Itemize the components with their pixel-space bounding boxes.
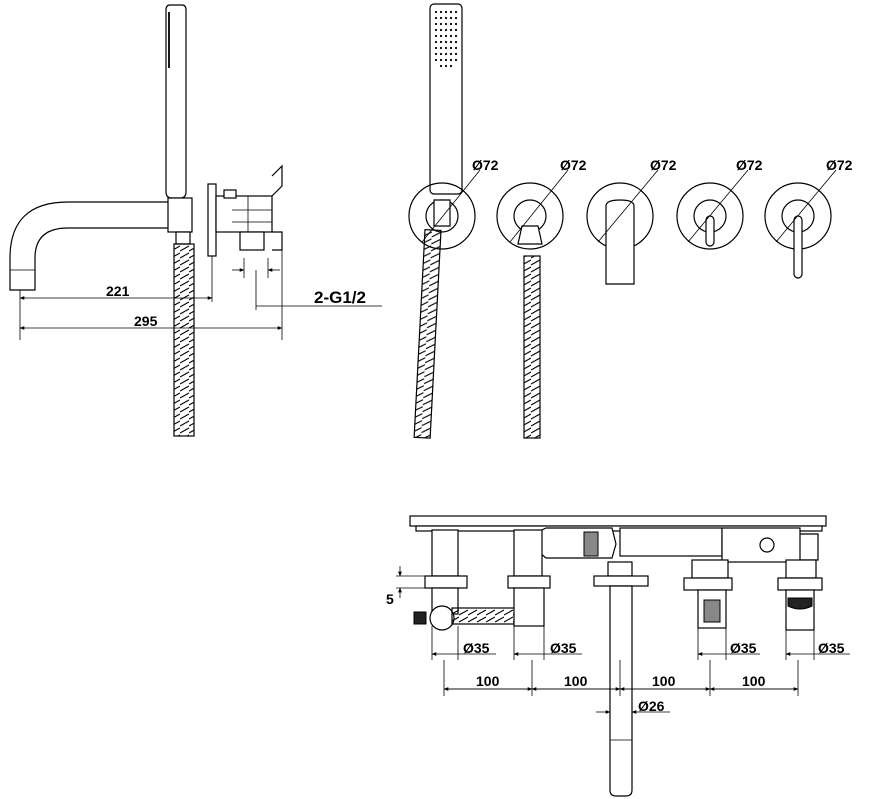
rosette-hose-outlet — [496, 169, 569, 439]
base-diameter-4: Ø35 — [818, 640, 845, 656]
diameter-label-5: Ø72 — [826, 157, 853, 173]
deck-spout — [609, 585, 633, 797]
spout — [9, 201, 168, 291]
base-flange-2 — [507, 575, 551, 589]
spacing-label-3: 100 — [652, 673, 676, 689]
spacing-label-1: 100 — [476, 673, 500, 689]
deck-surface — [409, 515, 827, 527]
base-flange-5 — [777, 577, 823, 591]
deck-view: 5 Ø35 Ø35 Ø35 Ø35 100 100 100 100 — [386, 515, 850, 797]
diameter-label-1: Ø72 — [472, 157, 499, 173]
hose-deck — [451, 607, 517, 625]
rosette-spout — [586, 169, 659, 285]
spacing-label-4: 100 — [742, 673, 766, 689]
front-view: Ø72 Ø72 Ø72 Ø72 Ø72 — [408, 3, 853, 439]
valve-cap — [759, 537, 775, 553]
rosette-shower-holder — [408, 169, 481, 439]
shower-nozzle-dots — [434, 10, 458, 68]
hose-front-1 — [413, 228, 442, 439]
valve-housing — [619, 527, 723, 557]
base-flange-4 — [683, 577, 733, 591]
dim-spout-length: 221 — [106, 283, 130, 299]
valve-body — [215, 195, 273, 233]
base-diameter-1: Ø35 — [463, 640, 490, 656]
hand-shower — [165, 4, 187, 199]
base-flange-1 — [424, 575, 468, 589]
dim-flange-height: 5 — [386, 591, 394, 607]
rosette-lever-1 — [676, 169, 749, 250]
diameter-label-2: Ø72 — [560, 157, 587, 173]
wall-holder — [167, 197, 193, 233]
diameter-label-4: Ø72 — [736, 157, 763, 173]
diameter-label-3: Ø72 — [650, 157, 677, 173]
base-flange-3 — [593, 575, 649, 587]
shower-hose — [173, 243, 195, 437]
base-diameter-2: Ø35 — [550, 640, 577, 656]
base-diameter-3: Ø35 — [730, 640, 757, 656]
hand-shower-front — [429, 3, 463, 195]
side-view: 221 295 2-G1/2 — [9, 4, 382, 437]
rosette-lever-2 — [764, 169, 837, 279]
cover-plate — [207, 183, 217, 257]
dim-thread-size: 2-G1/2 — [314, 288, 366, 307]
spacing-label-2: 100 — [564, 673, 588, 689]
dim-total-length: 295 — [134, 313, 158, 329]
spout-diameter: Ø26 — [638, 698, 665, 714]
hose-front-2 — [523, 255, 541, 439]
